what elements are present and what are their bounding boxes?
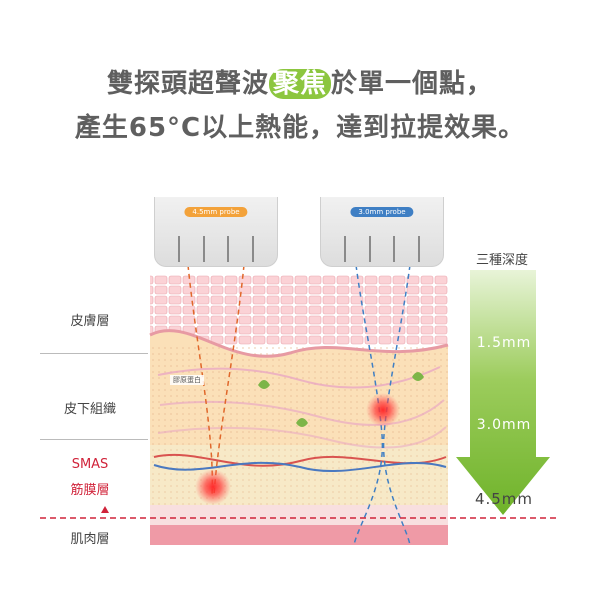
headline-text-after: 於單一個點，	[331, 69, 494, 99]
skin-layers-illustration	[40, 264, 560, 546]
layer-label-muscle: 肌肉層	[70, 532, 110, 547]
collagen-annotation: 膠原蛋白	[170, 375, 204, 385]
probe-label-3-0mm: 3.0mm probe	[350, 207, 414, 217]
headline: 雙探頭超聲波聚焦於單一個點， 產生65°C以上熱能，達到拉提效果。	[0, 62, 600, 150]
probe-label-4-5mm: 4.5mm probe	[184, 207, 248, 217]
headline-highlight: 聚焦	[268, 69, 331, 99]
probe-3-0mm: 3.0mm probe	[320, 197, 444, 267]
skin-diagram: 4.5mm probe 3.0mm probe 皮膚層 皮下組織 SMAS 筋膜…	[0, 195, 600, 555]
depth-mark-1-5mm: 1.5mm	[476, 335, 532, 351]
depth-mark-3-0mm: 3.0mm	[476, 417, 532, 433]
probe-transducer-lines	[333, 236, 431, 262]
headline-line-1: 雙探頭超聲波聚焦於單一個點，	[0, 62, 600, 106]
probe-transducer-lines	[167, 236, 265, 262]
layer-divider	[40, 439, 148, 440]
depth-mark-4-5mm: 4.5mm	[474, 490, 534, 508]
probe-4-5mm: 4.5mm probe	[154, 197, 278, 267]
headline-line-2: 產生65°C以上熱能，達到拉提效果。	[74, 113, 526, 143]
depth-title: 三種深度	[475, 253, 528, 268]
headline-text-before: 雙探頭超聲波	[106, 69, 269, 99]
layer-label-smas-en: SMAS	[71, 457, 109, 472]
layer-label-skin: 皮膚層	[70, 314, 110, 329]
layer-label-smas-zh: 筋膜層	[70, 483, 110, 498]
layer-label-subcutaneous: 皮下組織	[63, 402, 116, 417]
layer-divider	[40, 353, 148, 354]
